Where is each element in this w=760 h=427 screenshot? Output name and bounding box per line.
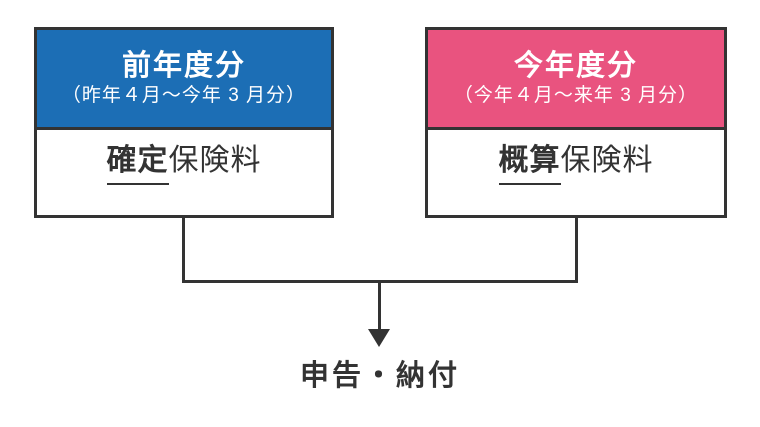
box-current-year: 今年度分 （今年４月〜来年 3 月分） 概算保険料 [425,27,727,218]
previous-year-header: 前年度分 （昨年４月〜今年 3 月分） [37,30,331,130]
current-year-premium-suffix: 保険料 [560,144,654,177]
arrow-stem [378,283,381,331]
current-year-body: 概算保険料 [428,130,724,215]
connector-line-merge [182,280,578,283]
connector-line-right [575,218,578,283]
current-year-subtitle: （今年４月〜来年 3 月分） [453,85,699,106]
down-arrow-icon [368,329,390,347]
previous-year-subtitle: （昨年４月〜今年 3 月分） [61,85,307,106]
current-year-title: 今年度分 [513,50,638,82]
box-previous-year: 前年度分 （昨年４月〜今年 3 月分） 確定保険料 [34,27,334,218]
connector-line-left [182,218,185,283]
previous-year-body: 確定保険料 [37,130,331,215]
current-year-header: 今年度分 （今年４月〜来年 3 月分） [428,30,724,130]
report-payment-label: 申告・納付 [299,360,460,392]
previous-year-title: 前年度分 [121,50,246,82]
current-year-premium-type: 概算 [498,144,561,185]
previous-year-premium-type: 確定 [106,144,169,185]
previous-year-premium-suffix: 保険料 [168,144,262,177]
